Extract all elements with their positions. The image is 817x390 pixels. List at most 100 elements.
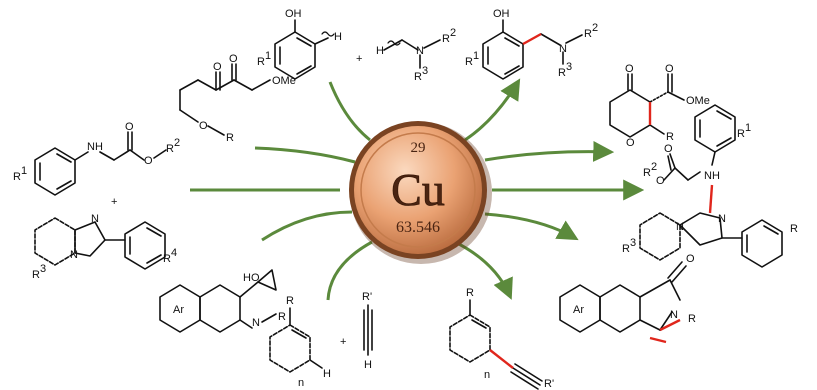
- label-alkene-r: R: [286, 295, 294, 307]
- label-plus-top: +: [356, 53, 362, 65]
- label-pyranone-o-keto: O: [625, 63, 634, 75]
- label-p3-r4: R: [790, 223, 798, 235]
- label-phenol-r-sup: 1: [265, 50, 271, 62]
- label-p3-n2: N: [718, 213, 726, 225]
- label-phenol-oh: OH: [285, 8, 302, 20]
- label-pyranone-ome: OMe: [686, 95, 710, 107]
- label-glycine-r1: R: [13, 171, 21, 183]
- label-amine-r3: R: [414, 71, 422, 83]
- sphere-inner-ring: [360, 132, 476, 248]
- label-p3-r1: R: [737, 128, 745, 140]
- label-product1-n: N: [559, 43, 567, 55]
- label-pyranone-o-ring: O: [626, 137, 635, 149]
- label-product1-r2-sup: 2: [592, 22, 598, 34]
- arrow-out-aminomethyl: [464, 78, 521, 142]
- enyne-product: [449, 299, 543, 390]
- label-ketoester-o1: O: [213, 61, 222, 73]
- imidazopyridine-reactant: [34, 217, 166, 270]
- label-ketoester-r: R: [226, 132, 234, 144]
- label-phenol-h: H: [334, 31, 342, 43]
- label-p3-o-ester: O: [656, 175, 665, 187]
- new-bond-bridged-a: [659, 318, 681, 332]
- label-imid-n1: N: [91, 213, 99, 225]
- label-p3-nh: NH: [704, 170, 720, 182]
- label-cyclo-r: R: [278, 311, 286, 323]
- label-p3-r3: R: [622, 243, 630, 255]
- element-symbol: Cu: [391, 164, 445, 215]
- label-product1-r1: R: [465, 56, 473, 68]
- label-p3-r2: R: [643, 167, 651, 179]
- arrow-out-enyne: [454, 240, 513, 300]
- atom-labels: OH H R 1 + H N R 2 R 3 OH R 1 N R 2 R 3 …: [13, 8, 798, 390]
- ketoester-reactant: [179, 63, 271, 136]
- label-p3-r2-sup: 2: [651, 161, 657, 173]
- label-ketoester-o2: O: [229, 53, 238, 65]
- label-p3-r1-sup: 1: [745, 122, 751, 134]
- label-bridged-n: N: [670, 309, 678, 321]
- label-product1-r1-sup: 1: [473, 50, 479, 62]
- label-amine-r2: R: [442, 33, 450, 45]
- label-ketoester-o3: O: [199, 120, 208, 132]
- label-ar-right: Ar: [573, 304, 584, 316]
- label-product1-r3: R: [558, 67, 566, 79]
- cyclopropanol-reactant: [159, 269, 277, 333]
- label-glycine-o-ester: O: [144, 155, 153, 167]
- label-imid-r3: R: [32, 269, 40, 281]
- glycine-ester-reactant: [34, 131, 167, 196]
- label-phenol-r: R: [257, 56, 265, 68]
- label-ketoester-ome: OMe: [272, 75, 296, 87]
- new-bond-bridged-b: [649, 336, 667, 344]
- atomic-mass: 63.546: [396, 219, 440, 236]
- copper-element-tile: 29 Cu 63.546: [349, 121, 492, 264]
- label-p3-n1: N: [676, 221, 684, 233]
- label-amine-r2-sup: 2: [450, 27, 456, 39]
- label-alkene-n: n: [298, 377, 304, 389]
- label-glycine-r1-sup: 1: [21, 165, 27, 177]
- sphere-body: [354, 126, 482, 254]
- label-imid-r4: R: [163, 253, 171, 265]
- label-product1-oh: OH: [493, 8, 510, 20]
- label-plus-bottom: +: [340, 336, 346, 348]
- label-imid-r3-sup: 3: [40, 263, 46, 275]
- arrow-out-bridged: [484, 212, 579, 241]
- structure-bonds: [34, 19, 783, 390]
- new-bond-enyne: [489, 349, 514, 369]
- cycloalkene-reactant: [269, 307, 323, 373]
- reaction-arrows: [190, 78, 645, 301]
- label-glycine-o: O: [125, 121, 134, 133]
- label-pyranone-r: R: [666, 131, 674, 143]
- arrow-in-cyclopropanol: [261, 210, 353, 242]
- label-enyne-r: R: [466, 287, 474, 299]
- label-alkyne-h: H: [364, 359, 372, 371]
- label-product1-r2: R: [584, 28, 592, 40]
- label-ho: HO: [243, 272, 260, 284]
- atomic-number: 29: [411, 140, 426, 156]
- alkyne-reactant: [363, 304, 373, 356]
- imidazopyridine-product: [639, 104, 783, 268]
- label-alkyne-rp: R': [362, 291, 372, 303]
- amine-reactant: [383, 39, 441, 69]
- label-enyne-rp: R': [544, 378, 554, 390]
- arrow-in-phenol: [328, 81, 371, 142]
- new-bond-aminomethyl: [522, 32, 542, 46]
- pyranone-product: [609, 73, 685, 138]
- label-imid-n2: N: [70, 249, 78, 261]
- label-glycine-nh: NH: [87, 141, 103, 153]
- label-bridged-r: R: [688, 313, 696, 325]
- new-bonds: [489, 32, 714, 369]
- arrow-in-ketoester: [254, 146, 356, 164]
- label-amine-h: H: [376, 45, 384, 57]
- label-pyranone-o-ester: O: [665, 63, 674, 75]
- label-plus-left: +: [111, 196, 117, 208]
- phenol-reactant: [274, 19, 335, 80]
- label-glycine-r2: R: [166, 143, 174, 155]
- label-imid-r4-sup: 4: [171, 247, 177, 259]
- label-amine-r3-sup: 3: [422, 65, 428, 77]
- label-cyclo-n: N: [252, 317, 260, 329]
- arrow-out-pyranone: [484, 140, 615, 162]
- label-alkene-h: H: [323, 368, 331, 380]
- label-p3-r3-sup: 3: [630, 237, 636, 249]
- new-bond-imidazopyridine: [708, 184, 714, 214]
- arrow-in-alkyne: [326, 240, 373, 301]
